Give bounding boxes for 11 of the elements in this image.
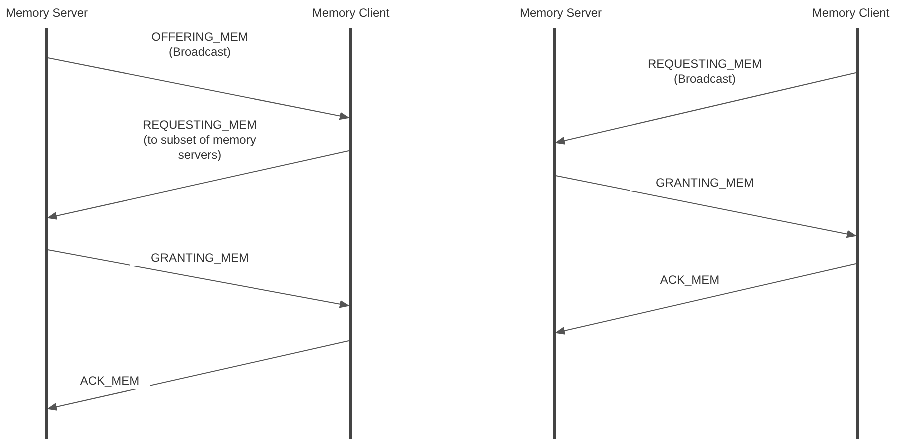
message-arrow (556, 176, 857, 238)
message-arrow (47, 150, 350, 220)
message-arrow (555, 72, 856, 145)
message-arrow (48, 58, 350, 120)
message-arrow (48, 250, 350, 308)
participant-label: Memory Client (812, 6, 890, 20)
message-arrow (555, 264, 856, 335)
message-arrow (47, 340, 350, 411)
participant-label: Memory Server (520, 6, 602, 20)
participant-label: Memory Server (6, 6, 88, 20)
participant-label: Memory Client (312, 6, 390, 20)
